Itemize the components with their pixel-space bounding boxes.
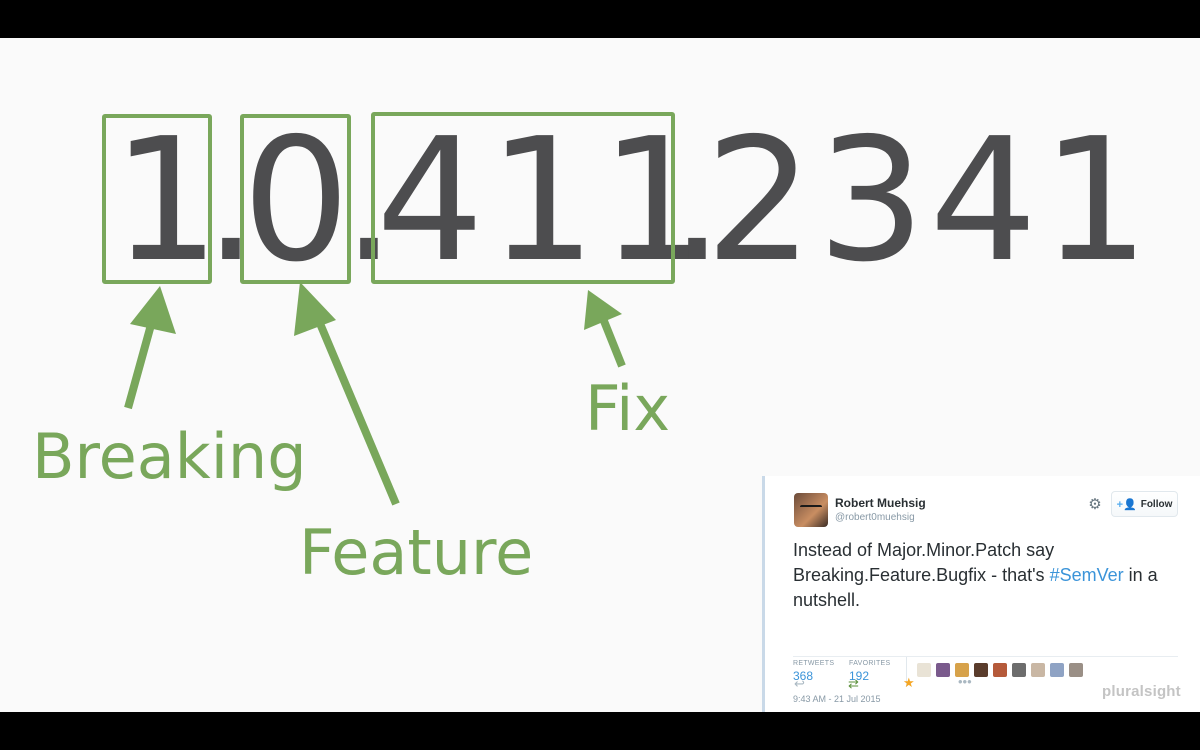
- avatar[interactable]: [794, 493, 828, 527]
- tweet-text-start: Instead of Major.Minor.Patch say Breakin…: [793, 540, 1055, 585]
- avatar[interactable]: [993, 663, 1007, 677]
- author-name[interactable]: Robert Muehsig: [835, 496, 926, 510]
- follow-button[interactable]: +👤 Follow: [1111, 491, 1178, 517]
- tweet-text: Instead of Major.Minor.Patch say Breakin…: [793, 538, 1188, 613]
- feature-label: Feature: [299, 516, 534, 589]
- favoriter-avatars: [917, 663, 1083, 677]
- patch-highlight-box: [371, 112, 675, 284]
- retweets-label: RETWEETS: [793, 660, 835, 667]
- more-icon[interactable]: •••: [958, 674, 972, 689]
- breaking-label: Breaking: [32, 420, 307, 493]
- retweets-stat[interactable]: RETWEETS 368: [793, 657, 834, 683]
- version-dot: .: [342, 102, 401, 300]
- breaking-arrow-head: [130, 286, 176, 334]
- stats-divider: [906, 657, 907, 687]
- star-icon[interactable]: ★: [903, 675, 915, 690]
- letterbox-top: [0, 0, 1200, 38]
- reply-icon[interactable]: ↩: [794, 676, 805, 691]
- version-patch: 411: [376, 102, 713, 300]
- minor-highlight-box: [240, 114, 351, 284]
- avatar[interactable]: [936, 663, 950, 677]
- add-user-icon: +👤: [1116, 498, 1137, 511]
- fix-label: Fix: [585, 372, 671, 445]
- avatar[interactable]: [1050, 663, 1064, 677]
- feature-arrow-head: [294, 282, 336, 336]
- gear-icon[interactable]: ⚙: [1088, 496, 1102, 513]
- avatar[interactable]: [1031, 663, 1045, 677]
- version-minor: 0: [242, 102, 355, 300]
- hashtag-link[interactable]: #SemVer: [1049, 565, 1124, 585]
- pluralsight-watermark: pluralsight: [1092, 674, 1200, 712]
- author-handle[interactable]: @robert0muehsig: [835, 512, 915, 523]
- retweets-count: 368: [793, 669, 814, 683]
- letterbox-bottom: [0, 712, 1200, 750]
- avatar[interactable]: [1069, 663, 1083, 677]
- avatar[interactable]: [955, 663, 969, 677]
- version-major: 1: [112, 102, 225, 300]
- version-dot: .: [670, 102, 729, 300]
- watermark-logo: pluralsight: [1102, 683, 1181, 700]
- retweet-icon[interactable]: ⇄: [848, 676, 859, 691]
- embedded-tweet: Robert Muehsig @robert0muehsig ⚙ +👤 Foll…: [762, 476, 1200, 712]
- favorites-label: FAVORITES: [849, 660, 891, 667]
- avatar[interactable]: [974, 663, 988, 677]
- tweet-text-end: in a nutshell.: [793, 565, 1158, 610]
- fix-arrow: [598, 314, 626, 368]
- favorites-count: 192: [849, 669, 870, 683]
- favorites-stat[interactable]: FAVORITES 192: [849, 657, 890, 683]
- tweet-timestamp[interactable]: 9:43 AM - 21 Jul 2015: [793, 694, 881, 704]
- avatar[interactable]: [1012, 663, 1026, 677]
- breaking-arrow: [124, 312, 158, 410]
- version-dot: .: [204, 102, 263, 300]
- feature-arrow: [312, 312, 400, 506]
- version-build: 2341: [705, 102, 1154, 300]
- major-highlight-box: [102, 114, 212, 284]
- follow-label: Follow: [1140, 498, 1173, 510]
- fix-arrow-head: [584, 290, 622, 330]
- avatar[interactable]: [917, 663, 931, 677]
- presentation-slide: 1 . 0 . 411 . 2341 Breaking Feature Fix …: [0, 38, 1200, 712]
- pointer-arrows: [124, 282, 626, 506]
- tweet-stats: RETWEETS 368 FAVORITES 192: [793, 656, 1178, 687]
